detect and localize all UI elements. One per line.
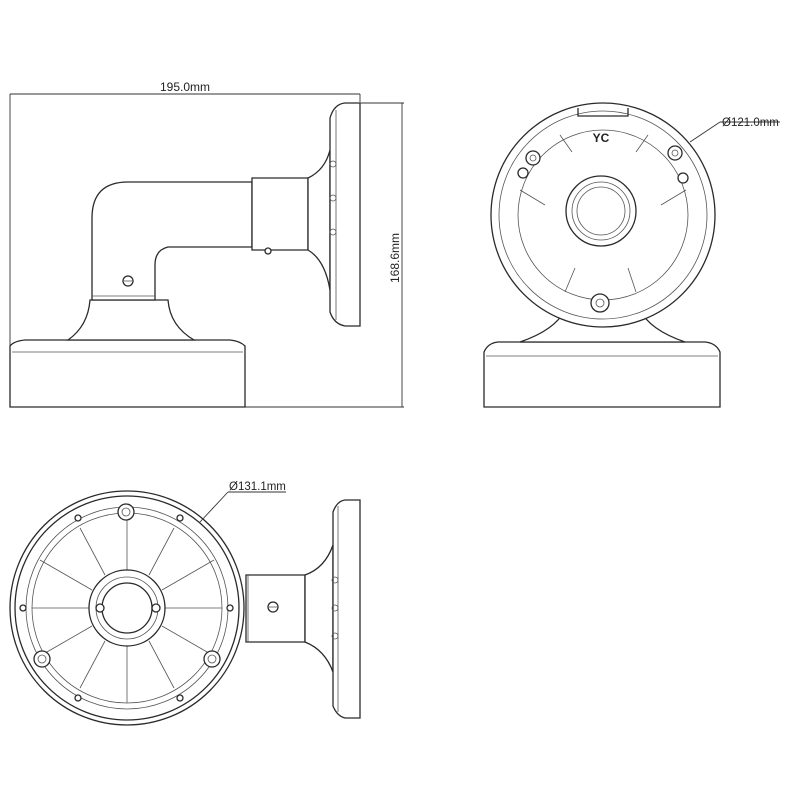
bottom-spokes — [32, 513, 222, 703]
side-column-foot — [65, 299, 197, 341]
front-screw-lugs — [517, 145, 689, 313]
front-marking: YC — [593, 131, 610, 145]
width-dimension-label: 195.0mm — [160, 80, 210, 94]
front-disc — [490, 102, 716, 328]
bottom-view: Ø131.1mm — [9, 481, 286, 726]
front-view: YC Ø121.0mm — [483, 102, 780, 408]
height-dimension: 168.6mm — [245, 102, 404, 408]
front-base — [483, 341, 721, 408]
side-flare — [307, 149, 331, 291]
side-arm — [91, 181, 253, 301]
top-flare — [304, 544, 334, 673]
height-dimension-label: 168.6mm — [388, 233, 402, 283]
side-base — [9, 339, 246, 408]
side-collar — [251, 177, 309, 251]
top-wall-plate — [332, 499, 361, 719]
side-screw-small — [264, 247, 272, 255]
bottom-screw-bosses — [19, 503, 234, 702]
front-center-hole — [565, 175, 637, 247]
side-view: 195.0mm 168.6mm — [9, 80, 404, 408]
bottom-diameter-label: Ø131.1mm — [229, 481, 286, 493]
top-view — [245, 499, 361, 719]
side-wall-plate — [329, 102, 361, 327]
front-diameter-label: Ø121.0mm — [722, 117, 779, 129]
